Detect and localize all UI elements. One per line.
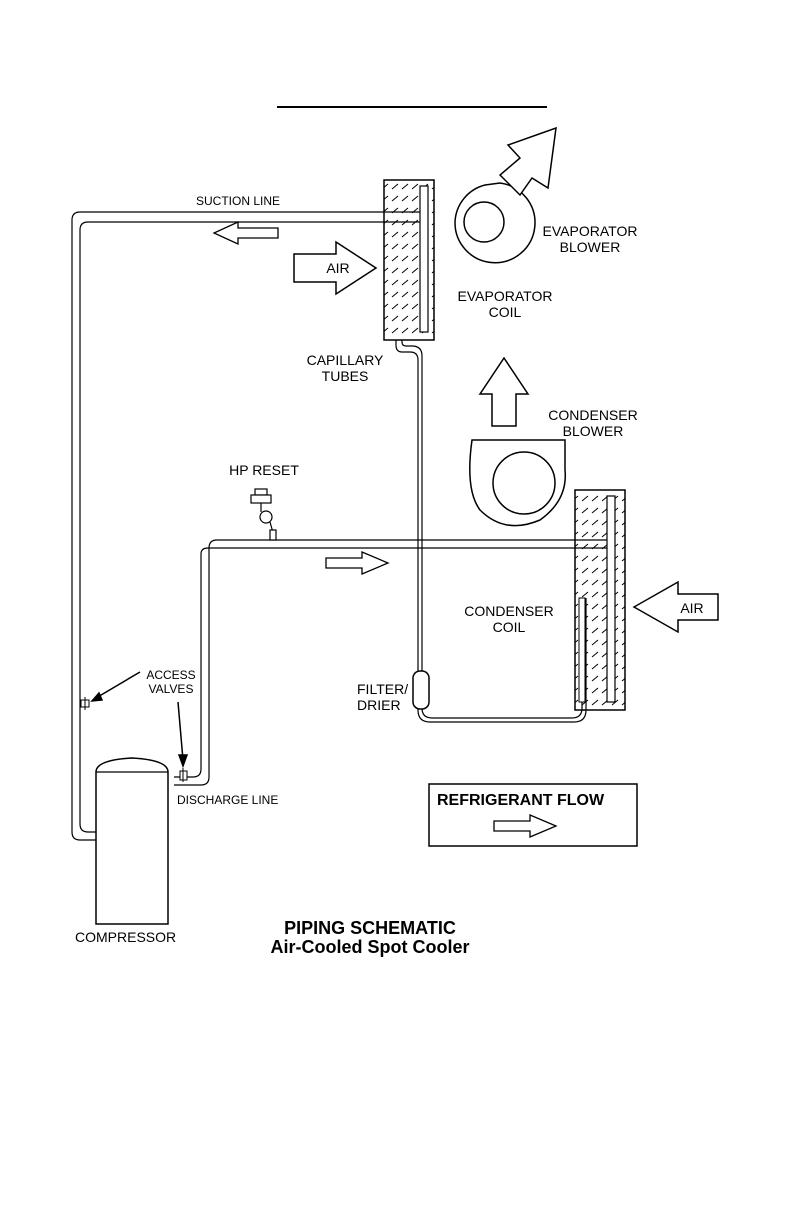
label-capillary-tubes: CAPILLARY TUBES [295, 352, 395, 384]
filter-drier [413, 671, 429, 709]
label-evaporator-coil: EVAPORATOR COIL [445, 288, 565, 320]
label-condenser-blower: CONDENSER BLOWER [538, 407, 648, 439]
air-arrow-condenser-up [480, 358, 528, 426]
label-suction-line: SUCTION LINE [196, 194, 280, 208]
label-evaporator-blower-line2: BLOWER [530, 239, 650, 255]
condenser-blower [470, 440, 566, 526]
label-capillary-tubes-line1: CAPILLARY [295, 352, 395, 368]
label-condenser-coil-line1: CONDENSER [454, 603, 564, 619]
label-condenser-coil: CONDENSER COIL [454, 603, 564, 635]
label-condenser-blower-line1: CONDENSER [538, 407, 648, 423]
label-filter-drier-line2: DRIER [357, 697, 408, 713]
caption-title: PIPING SCHEMATIC [258, 918, 482, 938]
label-evaporator-blower: EVAPORATOR BLOWER [530, 223, 650, 255]
label-evaporator-blower-line1: EVAPORATOR [530, 223, 650, 239]
evaporator-coil [384, 180, 434, 340]
label-capillary-tubes-line2: TUBES [295, 368, 395, 384]
access-valve-discharge [180, 768, 187, 782]
label-evaporator-coil-line1: EVAPORATOR [445, 288, 565, 304]
label-air-condenser: AIR [672, 600, 712, 616]
label-filter-drier-line1: FILTER/ [357, 681, 408, 697]
label-access-valves-line2: VALVES [136, 682, 206, 696]
hp-reset-switch [251, 489, 276, 540]
label-condenser-coil-line2: COIL [454, 619, 564, 635]
suction-line [72, 212, 420, 840]
discharge-line [174, 540, 612, 785]
label-access-valves: ACCESS VALVES [136, 668, 206, 696]
legend-title: REFRIGERANT FLOW [437, 792, 604, 810]
label-air-evaporator: AIR [318, 260, 358, 276]
caption-subtitle: Air-Cooled Spot Cooler [258, 937, 482, 957]
condenser-coil [575, 490, 625, 710]
flow-arrow-suction [214, 222, 278, 244]
flow-arrow-discharge [326, 552, 388, 574]
label-condenser-blower-line2: BLOWER [538, 423, 648, 439]
label-filter-drier: FILTER/ DRIER [357, 681, 408, 713]
label-hp-reset: HP RESET [224, 462, 304, 478]
label-access-valves-line1: ACCESS [136, 668, 206, 682]
label-discharge-line: DISCHARGE LINE [177, 793, 278, 807]
evaporator-blower [455, 183, 535, 263]
label-evaporator-coil-line2: COIL [445, 304, 565, 320]
compressor [96, 758, 168, 924]
capillary-tubes [396, 340, 422, 672]
access-valve-suction [81, 697, 89, 710]
label-compressor: COMPRESSOR [75, 929, 176, 945]
